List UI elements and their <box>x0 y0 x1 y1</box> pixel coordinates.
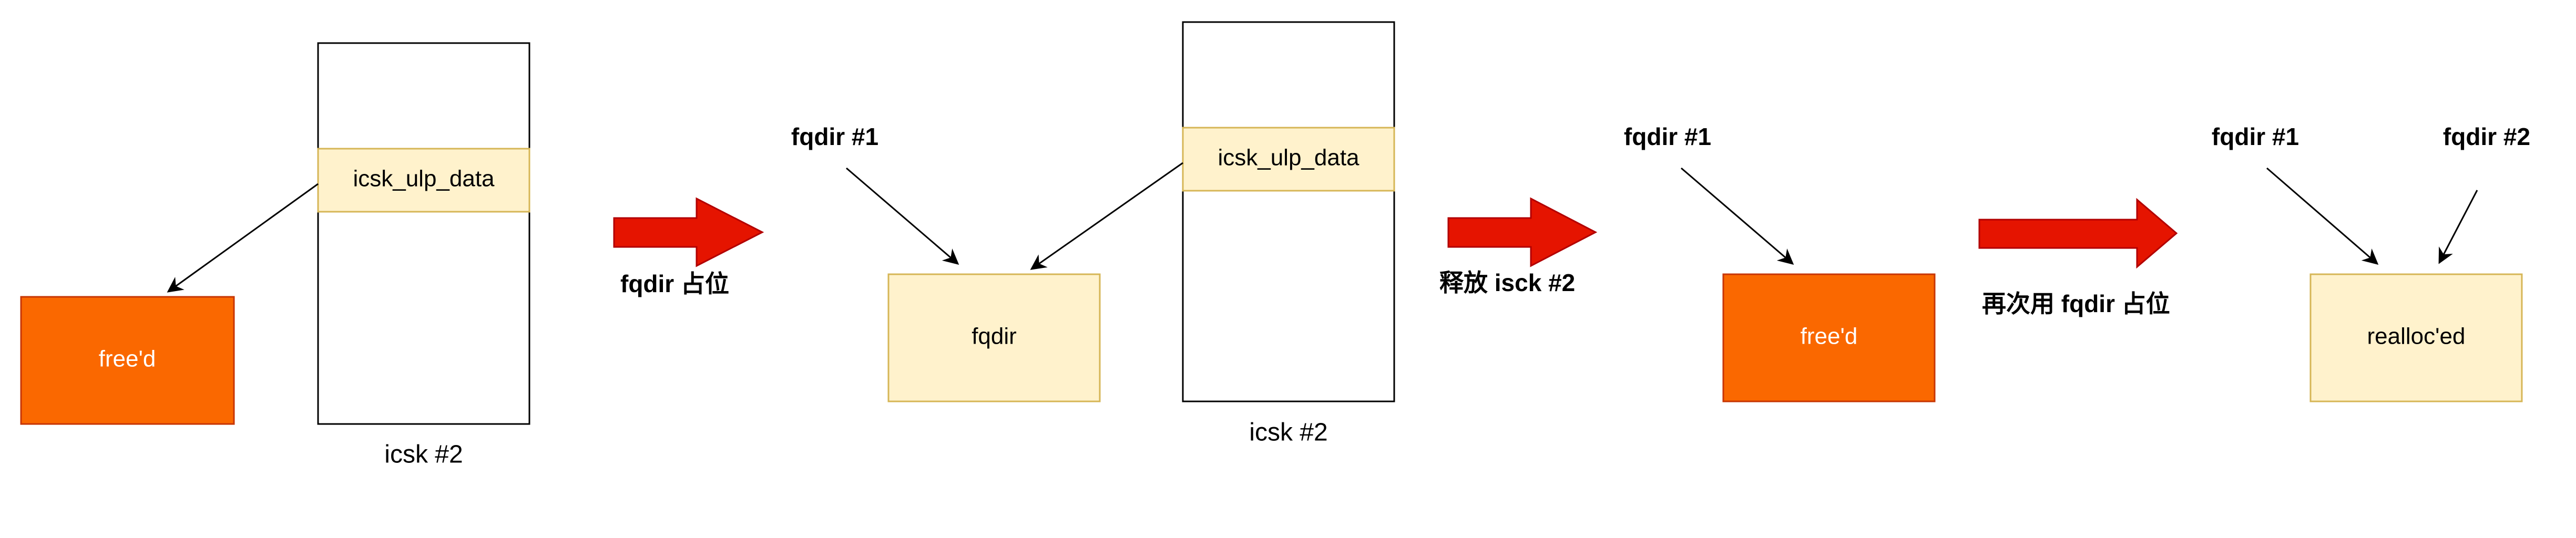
ulp-data-pointer-arrow <box>167 183 319 293</box>
realloced-block <box>2309 273 2523 402</box>
fqdir-1-pointer-arrow <box>2266 167 2379 265</box>
icsk-ulp-data-label: icsk_ulp_data <box>353 166 495 192</box>
step-1-arrow <box>613 197 764 267</box>
stage-2: fqdir #1 fqdir icsk_ulp_data icsk #2 <box>791 21 1395 447</box>
fqdir-2-pointer-label: fqdir #2 <box>2443 123 2530 150</box>
icsk-socket-caption: icsk #2 <box>1249 419 1327 447</box>
freed-block-label: free'd <box>1801 324 1858 349</box>
fqdir-object-label: fqdir <box>972 324 1017 349</box>
realloced-block-label: realloc'ed <box>2367 324 2466 349</box>
ulp-data-pointer-arrow <box>1030 162 1183 270</box>
fqdir-1-pointer-arrow <box>1681 167 1794 265</box>
fqdir-1-pointer-label: fqdir #1 <box>2212 123 2299 150</box>
icsk-ulp-data-field <box>1182 127 1395 192</box>
stage-4: fqdir #1 fqdir #2 realloc'ed <box>2212 123 2530 402</box>
step-3-label: 再次用 fqdir 占位 <box>1982 290 2170 317</box>
icsk-socket-caption: icsk #2 <box>384 441 463 469</box>
step-2-label: 释放 isck #2 <box>1439 269 1575 296</box>
fqdir-object <box>887 273 1101 402</box>
freed-block <box>1722 273 1936 402</box>
fqdir-2-pointer-arrow <box>2438 190 2478 264</box>
freed-block <box>20 296 235 425</box>
fqdir-1-pointer-arrow <box>846 167 959 265</box>
step-3-arrow <box>1978 198 2178 269</box>
step-3: 再次用 fqdir 占位 <box>1978 198 2178 317</box>
fqdir-1-pointer-label: fqdir #1 <box>791 123 878 150</box>
step-2-arrow <box>1447 197 1598 267</box>
fqdir-1-pointer-label: fqdir #1 <box>1624 123 1711 150</box>
stage-1: free'd icsk_ulp_data icsk #2 <box>20 42 530 469</box>
icsk-socket-box <box>1182 21 1395 402</box>
step-2: 释放 isck #2 <box>1439 197 1598 296</box>
icsk-socket-box <box>317 42 530 425</box>
stage-3: fqdir #1 free'd <box>1624 123 1936 402</box>
step-1-label: fqdir 占位 <box>620 270 729 297</box>
icsk-ulp-data-label: icsk_ulp_data <box>1218 145 1359 171</box>
step-1: fqdir 占位 <box>613 197 764 297</box>
freed-block-label: free'd <box>99 346 156 372</box>
icsk-ulp-data-field <box>317 148 530 213</box>
